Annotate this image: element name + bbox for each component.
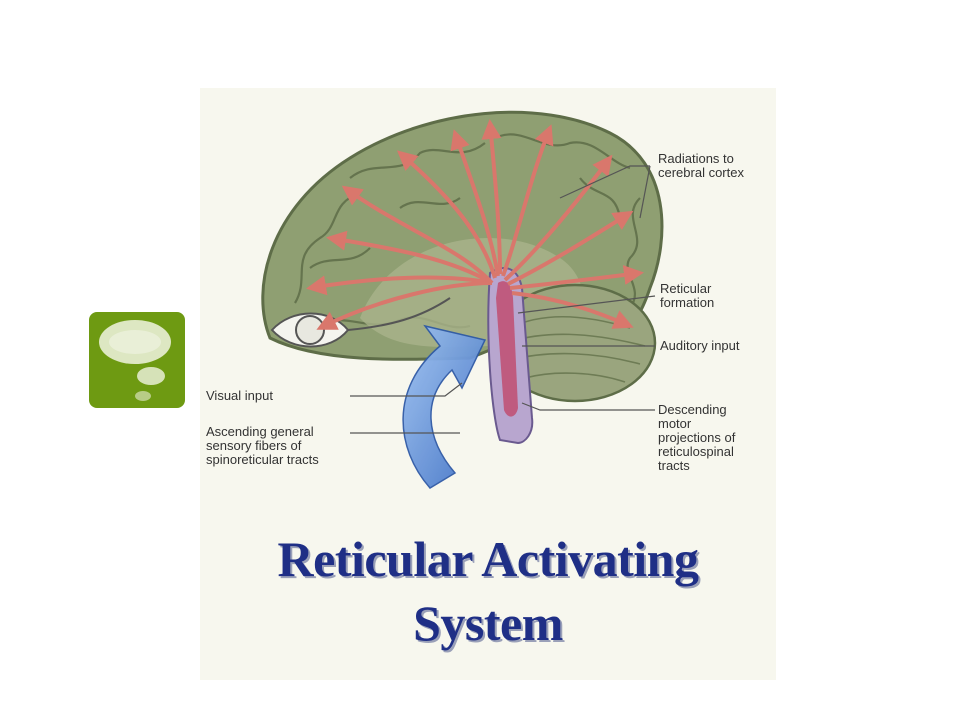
speech-bubble-icon — [89, 312, 185, 408]
label-reticular-formation: Reticular formation — [660, 281, 715, 310]
speech-bubble-glyph — [99, 320, 171, 401]
title-line-1: Reticular Activating — [277, 531, 699, 587]
reticular-activating-system-figure: Radiations to cerebral cortex Reticular … — [200, 88, 776, 680]
label-ascending-fibers: Ascending general sensory fibers of spin… — [206, 424, 319, 467]
reticular-formation-core — [496, 281, 518, 417]
label-descending-projections: Descending motor projections of reticulo… — [658, 402, 736, 473]
title-line-2: System — [413, 595, 563, 651]
ascending-input-arrow — [402, 324, 487, 489]
brain-illustration — [261, 110, 664, 489]
leader-lines — [350, 165, 656, 434]
label-radiations: Radiations to cerebral cortex — [658, 151, 744, 180]
label-visual-input: Visual input — [206, 388, 273, 403]
radiation-arrows — [306, 119, 644, 330]
label-auditory-input: Auditory input — [660, 338, 740, 353]
